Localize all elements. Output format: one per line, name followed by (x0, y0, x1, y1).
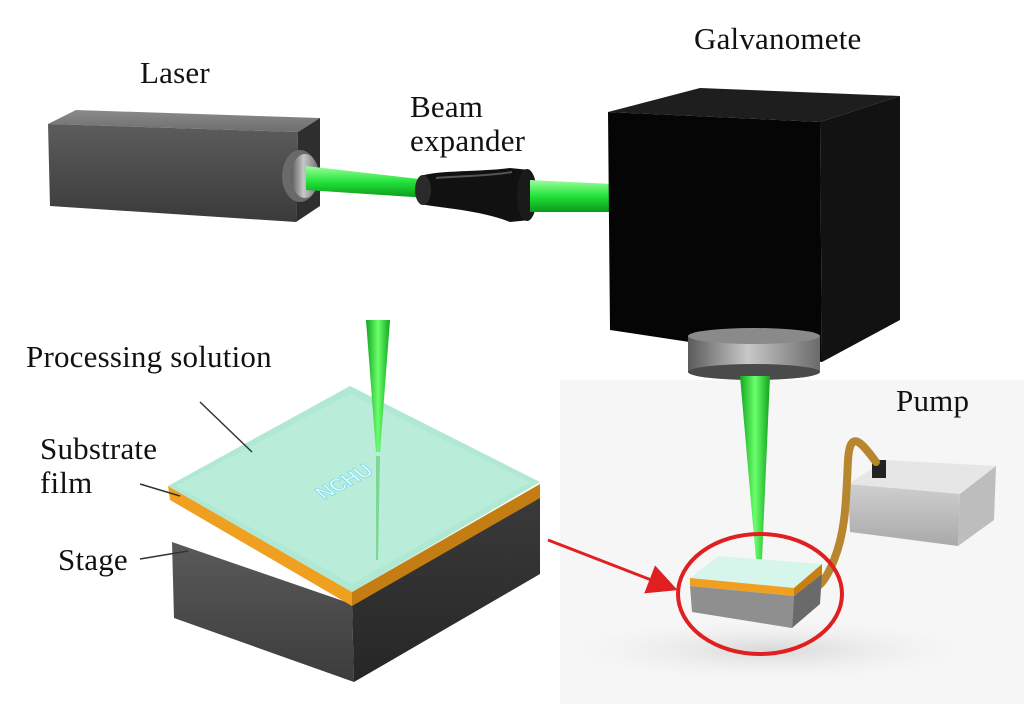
large-processing-solution (168, 386, 540, 592)
highlight-circle (676, 532, 844, 656)
focused-beam-small (740, 376, 770, 560)
laser-body (48, 110, 320, 222)
stage-label: Stage (58, 542, 128, 577)
focused-beam-large (366, 320, 390, 452)
beam-expander-label-line2: expander (410, 123, 526, 158)
pump-label: Pump (896, 383, 970, 418)
pump-tubing (806, 437, 880, 593)
leader-stage (139, 550, 189, 560)
beam-expander (415, 168, 537, 222)
processing-solution-label: Processing solution (26, 339, 272, 374)
leader-processing-solution (199, 401, 253, 453)
pump-unit (848, 460, 996, 546)
large-stage (172, 496, 540, 682)
galvanometer-lens (688, 328, 820, 380)
beam-reflection (376, 456, 380, 560)
laser-beam-segment-1 (306, 166, 428, 198)
small-sample (690, 556, 822, 628)
beam-expander-label-line1: Beam (410, 89, 484, 124)
laser-label: Laser (140, 55, 210, 90)
beam-expander-label: Beam expander (410, 90, 525, 158)
galvanometer-box (608, 88, 900, 362)
zoom-arrow (547, 538, 678, 594)
galvanometer-label: Galvanomete (694, 21, 862, 56)
floor-shadow (510, 610, 1024, 690)
leader-substrate-film (139, 483, 181, 497)
substrate-film-label-line2: film (40, 465, 93, 500)
substrate-film-label: Substrate film (40, 432, 157, 500)
large-substrate-film (168, 484, 540, 606)
substrate-film-label-line1: Substrate (40, 431, 158, 466)
laser-beam-segment-2 (530, 180, 612, 212)
